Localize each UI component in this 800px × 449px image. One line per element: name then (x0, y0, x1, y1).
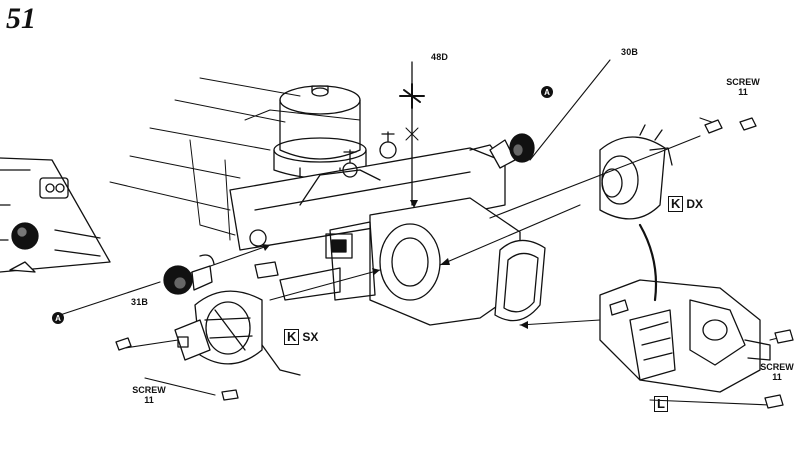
assembly-suffix: SX (302, 330, 319, 344)
screw-label-text: SCREW (132, 385, 166, 395)
screw-qty: 11 (738, 87, 748, 97)
bearing-30b (489, 133, 535, 169)
k-sx-flange (174, 290, 301, 376)
assembly-suffix: DX (686, 197, 704, 211)
callout-a-top: A (541, 86, 553, 98)
assembly-letter: L (654, 396, 668, 412)
assembly-label-l: L (654, 396, 668, 412)
assembly-label-k-dx: K DX (668, 196, 703, 212)
step-number: 51 (6, 2, 36, 35)
screw-label-text: SCREW (760, 362, 794, 372)
bearing-31b (163, 254, 215, 295)
screw-label-right: SCREW 11 (756, 362, 798, 382)
screw-qty: 11 (772, 372, 782, 382)
assembly-label-k-sx: K SX (284, 329, 318, 345)
l-assembly (599, 223, 771, 393)
callout-a-left: A (52, 312, 64, 324)
part-label-30b: 30B (621, 47, 639, 57)
assembly-letter: K (668, 196, 684, 212)
part-label-48d: 48D (431, 52, 449, 62)
k-dx-flange (599, 124, 673, 220)
screws (115, 117, 794, 409)
screw-label-bottom-left: SCREW 11 (128, 385, 170, 405)
detail-inset (0, 157, 111, 273)
screw-label-text: SCREW (726, 77, 760, 87)
screw-label-top-right: SCREW 11 (722, 77, 764, 97)
diff-cover (494, 239, 546, 322)
part-48-leader (399, 61, 425, 206)
part-label-31b: 31B (131, 297, 149, 307)
axis-lines (59, 59, 791, 406)
engine-background (109, 77, 361, 241)
assembly-letter: K (284, 329, 300, 345)
screw-qty: 11 (144, 395, 154, 405)
